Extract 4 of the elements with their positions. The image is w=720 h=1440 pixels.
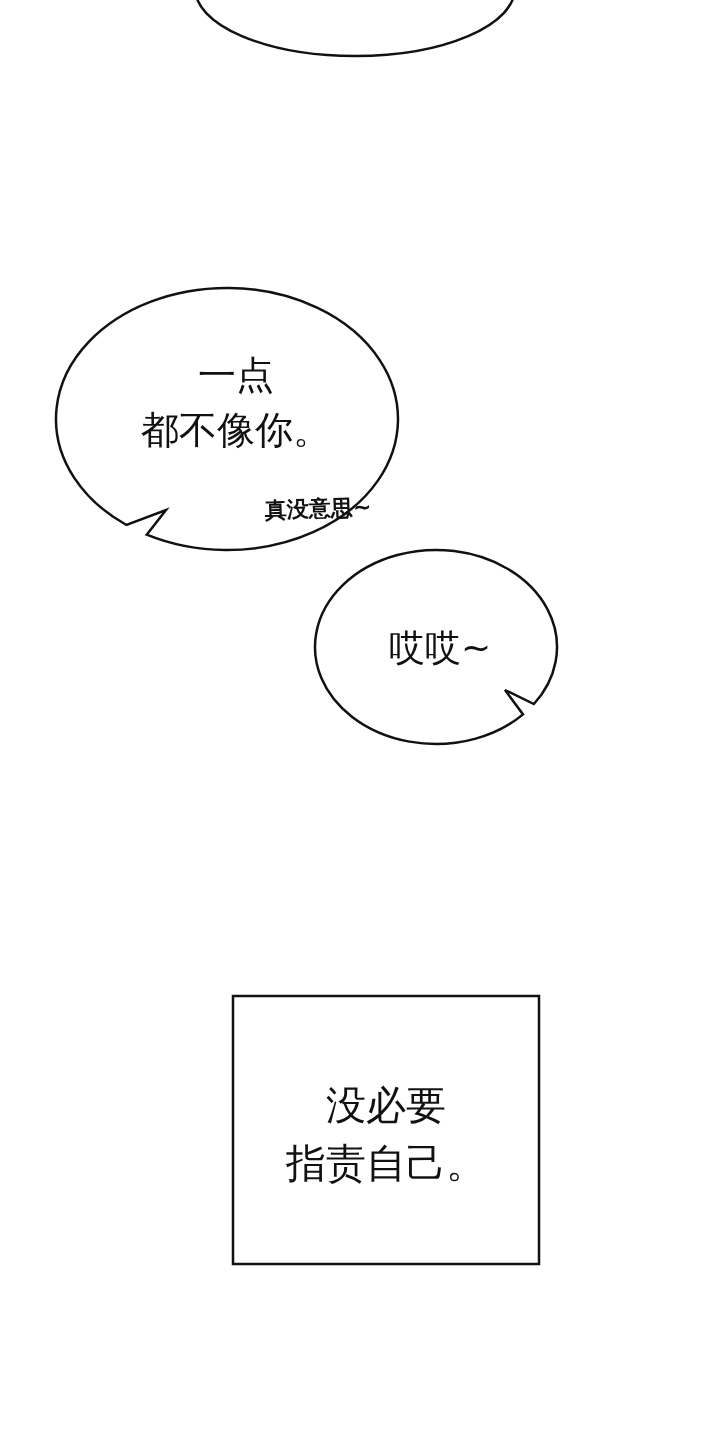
dialogue-text: 哎哎~ [387, 626, 493, 670]
sound-effect-text: 真没意思~ [264, 493, 372, 525]
dialogue-text: 一点都不像你。 [140, 352, 332, 455]
dialogue-text: 没必要指责自己。 [285, 1081, 487, 1188]
